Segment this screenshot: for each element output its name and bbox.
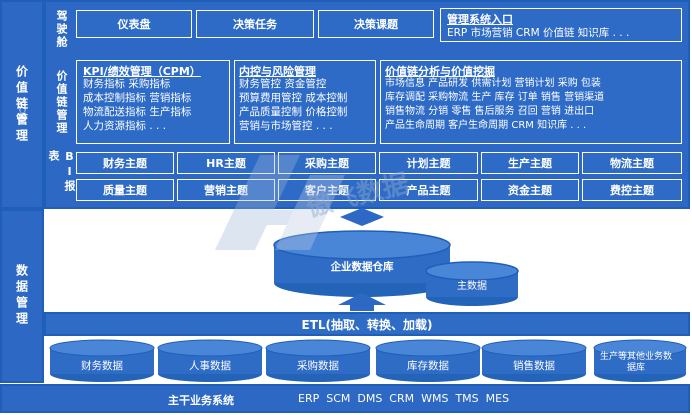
- bi-topic-production[interactable]: 生产主题: [481, 152, 579, 174]
- bi-topic-purchase[interactable]: 采购主题: [278, 152, 376, 174]
- sales-data-cylinder: [481, 339, 587, 382]
- kpi-panel-title: KPI/绩效管理（CPM）: [83, 65, 201, 78]
- source-label-finance: 财务数据: [81, 360, 123, 372]
- production-data-cylinder: [593, 339, 687, 382]
- inventory-data-cylinder: [375, 339, 481, 382]
- arrow-up-icon: [340, 208, 384, 226]
- value-chain-line: 销售物流 分销 零售 售后服务 召回 营销 进出口: [385, 106, 595, 117]
- source-label-inventory: 库存数据: [407, 360, 449, 372]
- core-systems-label: 主干业务系统: [168, 394, 234, 407]
- core-systems-list: ERP SCM DMS CRM WMS TMS MES: [298, 392, 510, 405]
- kpi-line: 人力资源指标 . . .: [83, 120, 167, 132]
- data-warehouse-label: 企业数据仓库: [330, 261, 394, 273]
- vcm-sidebar: 价值链管理: [0, 0, 44, 209]
- finance-data-cylinder: [49, 339, 155, 382]
- bi-topic-logistics[interactable]: 物流主题: [582, 152, 682, 174]
- source-label-production: 生产等其他业务数据库: [599, 352, 672, 373]
- bi-topic-hr[interactable]: HR主题: [177, 152, 275, 174]
- purchase-data-cylinder: [265, 339, 371, 382]
- kpi-line: 财务指标 采购指标: [83, 78, 171, 90]
- core-business-systems-bar: 主干业务系统 ERP SCM DMS CRM WMS TMS MES: [0, 384, 690, 413]
- data-mgmt-sidebar: 数据管理: [0, 209, 44, 383]
- decision-topic-button[interactable]: 决策课题: [318, 10, 434, 38]
- value-chain-line: 产品生命周期 客户生命周期 CRM 知识库 . . .: [385, 120, 587, 131]
- master-data-label: 主数据: [457, 281, 487, 292]
- risk-line: 产品质量控制 价格控制: [239, 106, 348, 118]
- bi-topic-marketing[interactable]: 营销主题: [177, 179, 275, 201]
- vcm-row-label: 价值链管理: [55, 69, 68, 135]
- kpi-panel[interactable]: KPI/绩效管理（CPM） 财务指标 采购指标 成本控制指标 营销指标 物流配送…: [76, 60, 230, 144]
- decision-task-button[interactable]: 决策任务: [196, 10, 314, 38]
- system-entry-title: 管理系统入口: [447, 13, 513, 26]
- kpi-line: 成本控制指标 营销指标: [83, 92, 192, 104]
- master-data-cylinder-top: [425, 261, 519, 281]
- data-warehouse-cylinder-top: [273, 230, 451, 260]
- bi-topic-finance[interactable]: 财务主题: [76, 152, 174, 174]
- system-entry-items: ERP 市场营销 CRM 价值链 知识库 . . .: [447, 27, 630, 39]
- vcm-sidebar-label: 价值链管理: [14, 64, 29, 145]
- warehouse-diagram: [273, 208, 519, 311]
- risk-line: 财务管控 资金管控: [239, 78, 327, 90]
- source-label-purchase: 采购数据: [297, 360, 339, 372]
- risk-control-panel[interactable]: 内控与风险管理 财务管控 资金管控 预算费用管控 成本控制 产品质量控制 价格控…: [234, 60, 376, 144]
- value-chain-line: 市场信息 产品研发 供需计划 营销计划 采购 包装: [385, 78, 601, 89]
- risk-panel-title: 内控与风险管理: [239, 65, 316, 78]
- etl-bar: ETL(抽取、转换、加载): [44, 312, 690, 336]
- source-label-hr: 人事数据: [189, 360, 231, 372]
- bi-topic-quality[interactable]: 质量主题: [76, 179, 174, 201]
- risk-line: 预算费用管控 成本控制: [239, 92, 348, 104]
- bi-topic-product[interactable]: 产品主题: [379, 179, 478, 201]
- arrow-up-icon: [338, 293, 386, 311]
- value-chain-line: 库存调配 采购物流 生产 库存 订单 销售 营销渠道: [385, 92, 605, 103]
- dashboard-button[interactable]: 仪表盘: [76, 10, 192, 38]
- value-chain-title: 价值链分析与价值挖掘: [385, 65, 495, 78]
- bi-topic-expense[interactable]: 费控主题: [582, 179, 682, 201]
- bi-topic-customer[interactable]: 客户主题: [278, 179, 376, 201]
- source-label-sales: 销售数据: [513, 360, 555, 372]
- risk-line: 营销与市场管控 . . .: [239, 120, 333, 132]
- cockpit-label: 驾驶舱: [55, 9, 68, 49]
- system-entry-panel[interactable]: 管理系统入口 ERP 市场营销 CRM 价值链 知识库 . . .: [440, 8, 682, 42]
- bi-topic-fund[interactable]: 资金主题: [481, 179, 579, 201]
- watermark-logo: [215, 155, 345, 250]
- vcm-sidebar-sub: （VCM）: [17, 93, 27, 127]
- kpi-line: 物流配送指标 生产指标: [83, 106, 192, 118]
- data-mgmt-sidebar-label: 数据管理: [14, 264, 29, 328]
- hr-data-cylinder: [157, 339, 263, 382]
- bi-topic-plan[interactable]: 计划主题: [379, 152, 478, 174]
- data-sources: [49, 339, 687, 382]
- bi-label: BI报表: [47, 150, 76, 193]
- value-chain-panel[interactable]: 价值链分析与价值挖掘 市场信息 产品研发 供需计划 营销计划 采购 包装 库存调…: [380, 60, 682, 144]
